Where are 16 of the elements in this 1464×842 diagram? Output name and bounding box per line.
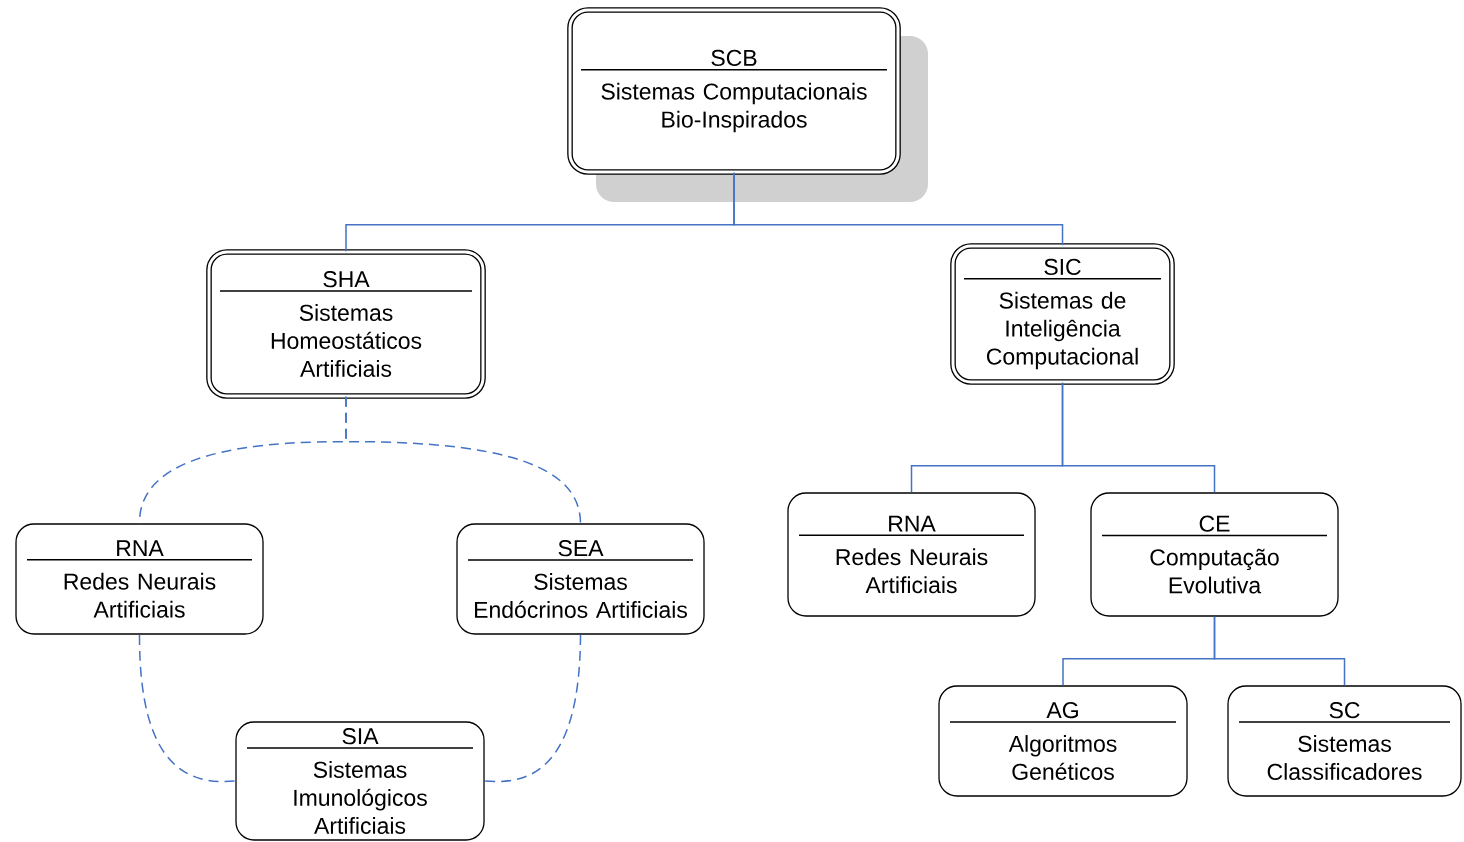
connector-line [1061,381,1216,494]
concept-box: SHA Sistemas Homeostáticos Artificiais [206,249,486,399]
concept-box: RNA Redes Neurais Artificiais [15,523,264,635]
connector-line [345,395,582,525]
concept-box: SIA Sistemas Imunológicos Artificiais [235,721,485,841]
concept-box: SEA Sistemas Endócrinos Artificiais [456,523,705,635]
connector-line [483,633,582,783]
concept-box: SCB Sistemas Computacionais Bio-Inspirados [567,7,928,202]
connector-line [733,171,1064,247]
connector-line [1213,615,1346,687]
concept-box: RNA Redes Neurais Artificiais [787,492,1036,617]
concept-box: SIC Sistemas de Inteligência Computacional [950,243,1175,385]
connector-line [138,633,237,783]
concept-box: SC Sistemas Classificadores [1227,685,1462,797]
concept-box: AG Algoritmos Genéticos [938,685,1188,797]
concept-box: CE Computação Evolutiva [1090,492,1339,617]
